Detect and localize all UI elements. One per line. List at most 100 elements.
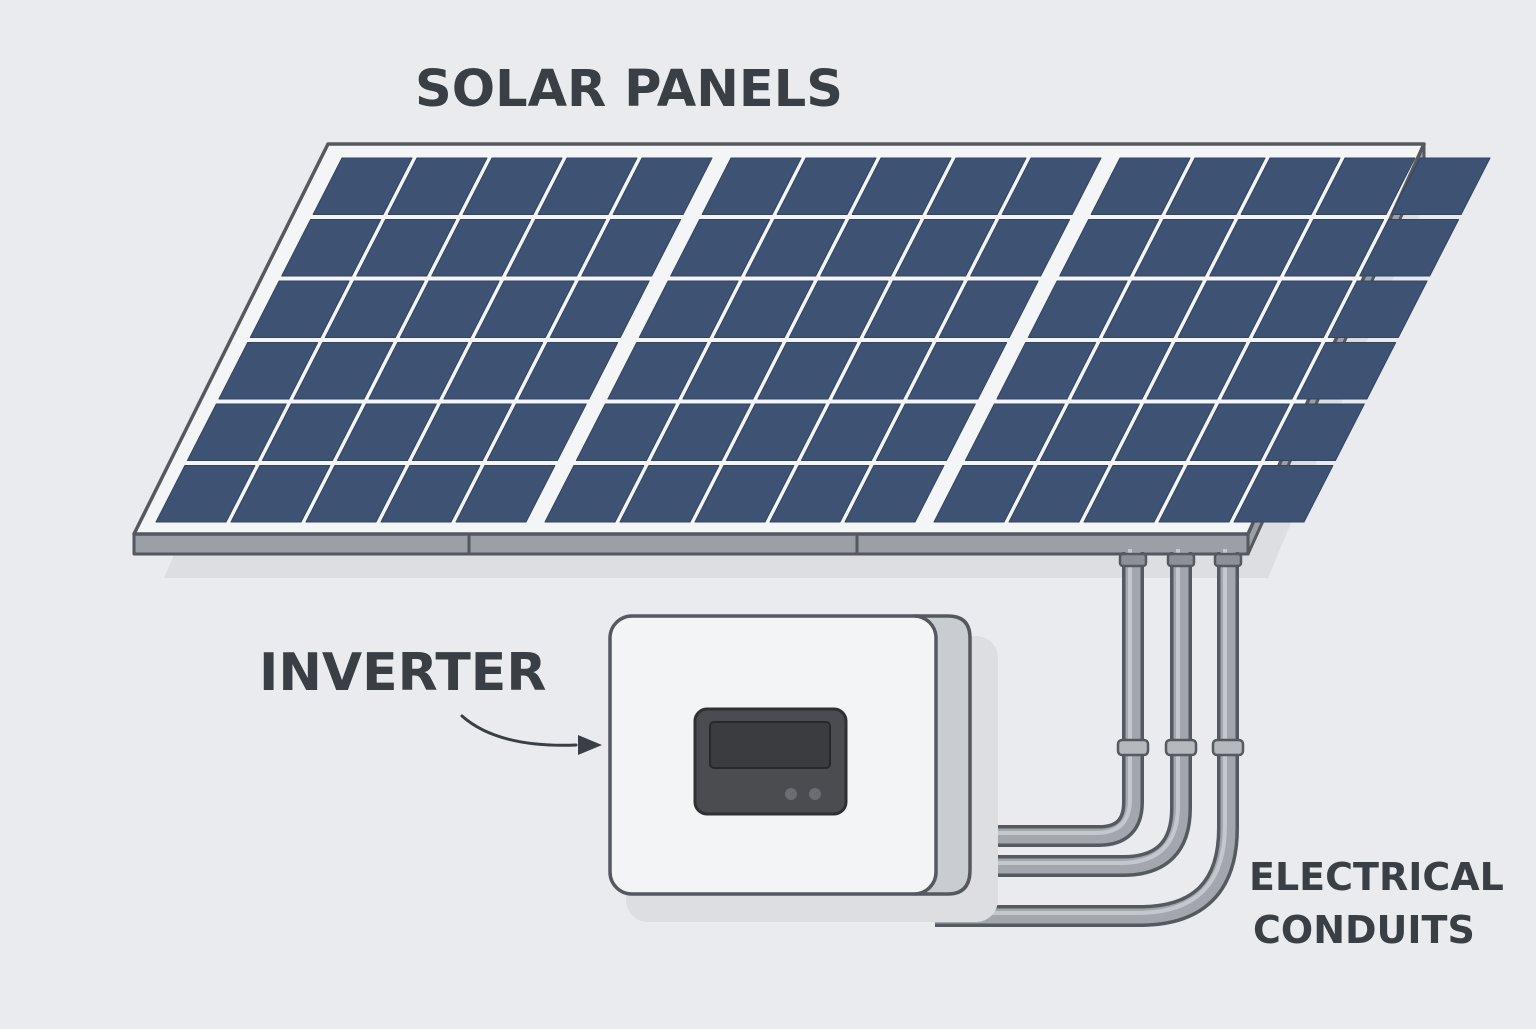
solar-cell	[1165, 157, 1266, 215]
solar-cell	[1252, 280, 1353, 338]
solar-cell	[757, 342, 858, 400]
panel-array-bottom-edge	[132, 532, 1250, 556]
solar-cell	[769, 465, 870, 523]
solar-cell	[486, 403, 587, 461]
solar-cell	[312, 157, 413, 215]
solar-cell	[380, 465, 481, 523]
solar-cell	[926, 157, 1027, 215]
solar-cell	[607, 342, 708, 400]
solar-cell	[682, 342, 783, 400]
solar-panels-label: SOLAR PANELS	[415, 60, 843, 119]
conduit-pipe	[935, 552, 1236, 924]
solar-cell	[218, 342, 319, 400]
solar-cell	[261, 403, 362, 461]
inverter-screen	[709, 721, 831, 769]
solar-cell	[537, 157, 638, 215]
solar-cell	[1264, 403, 1365, 461]
solar-cell	[336, 403, 437, 461]
solar-cell	[1209, 219, 1310, 277]
solar-cell	[249, 280, 350, 338]
conduit-top-collar	[1213, 552, 1243, 568]
solar-cell	[1315, 157, 1416, 215]
solar-cell	[650, 403, 751, 461]
conduit-pipe-highlight	[957, 549, 1180, 865]
solar-cell	[1284, 219, 1385, 277]
solar-cell	[462, 157, 563, 215]
solar-cell	[713, 280, 814, 338]
solar-cell	[725, 403, 826, 461]
solar-cell	[1240, 157, 1341, 215]
solar-cell	[670, 219, 771, 277]
solar-cell	[820, 219, 921, 277]
inverter-button-left	[785, 788, 797, 800]
solar-cell	[281, 219, 382, 277]
solar-cell	[996, 342, 1097, 400]
solar-cell	[474, 280, 575, 338]
conduit-top-collar	[1118, 552, 1148, 568]
solar-cell	[1146, 342, 1247, 400]
solar-cell	[1059, 219, 1160, 277]
conduit-pipe	[960, 552, 1141, 844]
solar-cell	[1114, 403, 1215, 461]
solar-panel-array	[132, 142, 1491, 578]
solar-cell	[324, 280, 425, 338]
solar-cell	[1189, 403, 1290, 461]
solar-cell	[155, 465, 256, 523]
solar-cell	[964, 403, 1065, 461]
solar-cell	[800, 403, 901, 461]
solar-cell	[1102, 280, 1203, 338]
solar-cell	[1071, 342, 1172, 400]
solar-cell	[1296, 342, 1397, 400]
solar-cell	[933, 465, 1034, 523]
conduit-pipe-highlight	[932, 549, 1227, 915]
solar-cell	[612, 157, 713, 215]
solar-cell	[1001, 157, 1102, 215]
solar-cell	[1027, 280, 1128, 338]
solar-cell	[1221, 342, 1322, 400]
solar-cell	[1158, 465, 1259, 523]
solar-cell	[776, 157, 877, 215]
solar-cell	[619, 465, 720, 523]
panel-cells	[155, 157, 1491, 523]
solar-cell	[1008, 465, 1109, 523]
solar-cell	[1233, 465, 1334, 523]
solar-cell	[443, 342, 544, 400]
conduit-pipe	[960, 552, 1189, 874]
electrical-conduits-label-line2: CONDUITS	[1253, 908, 1475, 952]
solar-cell	[230, 465, 331, 523]
solar-cell	[518, 342, 619, 400]
solar-cell	[1327, 280, 1428, 338]
solar-cell	[455, 465, 556, 523]
solar-cell	[186, 403, 287, 461]
solar-cell	[544, 465, 645, 523]
solar-cell	[1039, 403, 1140, 461]
inverter-label: INVERTER	[259, 643, 546, 703]
solar-cell	[293, 342, 394, 400]
solar-cell	[305, 465, 406, 523]
solar-cell	[638, 280, 739, 338]
solar-cell	[844, 465, 945, 523]
conduit-coupling	[1116, 738, 1150, 757]
solar-cell	[745, 219, 846, 277]
solar-cell	[1090, 157, 1191, 215]
conduit-pipe-highlight	[957, 549, 1132, 835]
conduit-top-collar	[1166, 552, 1196, 568]
electrical-conduits-label-line1: ELECTRICAL	[1249, 855, 1504, 899]
solar-cell	[1083, 465, 1184, 523]
solar-cell	[832, 342, 933, 400]
solar-cell	[875, 403, 976, 461]
solar-cell	[788, 280, 889, 338]
solar-cell	[549, 280, 650, 338]
solar-cell	[970, 219, 1071, 277]
solar-cell	[368, 342, 469, 400]
solar-cell	[581, 219, 682, 277]
inverter-button-right	[809, 788, 821, 800]
solar-cell	[863, 280, 964, 338]
solar-cell	[1134, 219, 1235, 277]
solar-cell	[399, 280, 500, 338]
solar-cell	[411, 403, 512, 461]
solar-cell	[575, 403, 676, 461]
solar-cell	[938, 280, 1039, 338]
